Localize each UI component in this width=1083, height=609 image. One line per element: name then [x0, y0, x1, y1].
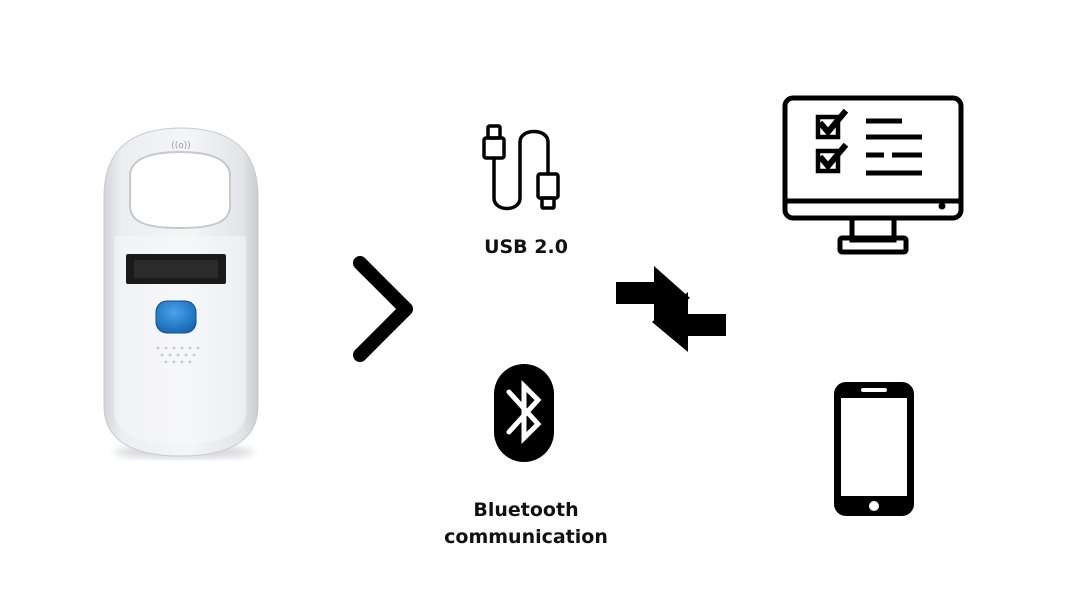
- bluetooth-label-line2: communication: [444, 526, 608, 548]
- bluetooth-icon: [494, 364, 554, 462]
- chevron-right-icon: [353, 256, 413, 362]
- usb-cable-icon: [482, 124, 560, 211]
- rfid-reader-device: ((o)): [103, 127, 259, 458]
- bidirectional-arrows-icon: [616, 266, 726, 352]
- desktop-checklist-monitor-icon: [782, 95, 964, 255]
- bluetooth-label-line1: Bluetooth: [473, 499, 579, 521]
- smartphone-icon: [834, 382, 914, 516]
- bluetooth-label: Bluetooth communication: [426, 497, 626, 551]
- nfc-mark: ((o)): [171, 141, 191, 151]
- usb-label: USB 2.0: [484, 236, 568, 258]
